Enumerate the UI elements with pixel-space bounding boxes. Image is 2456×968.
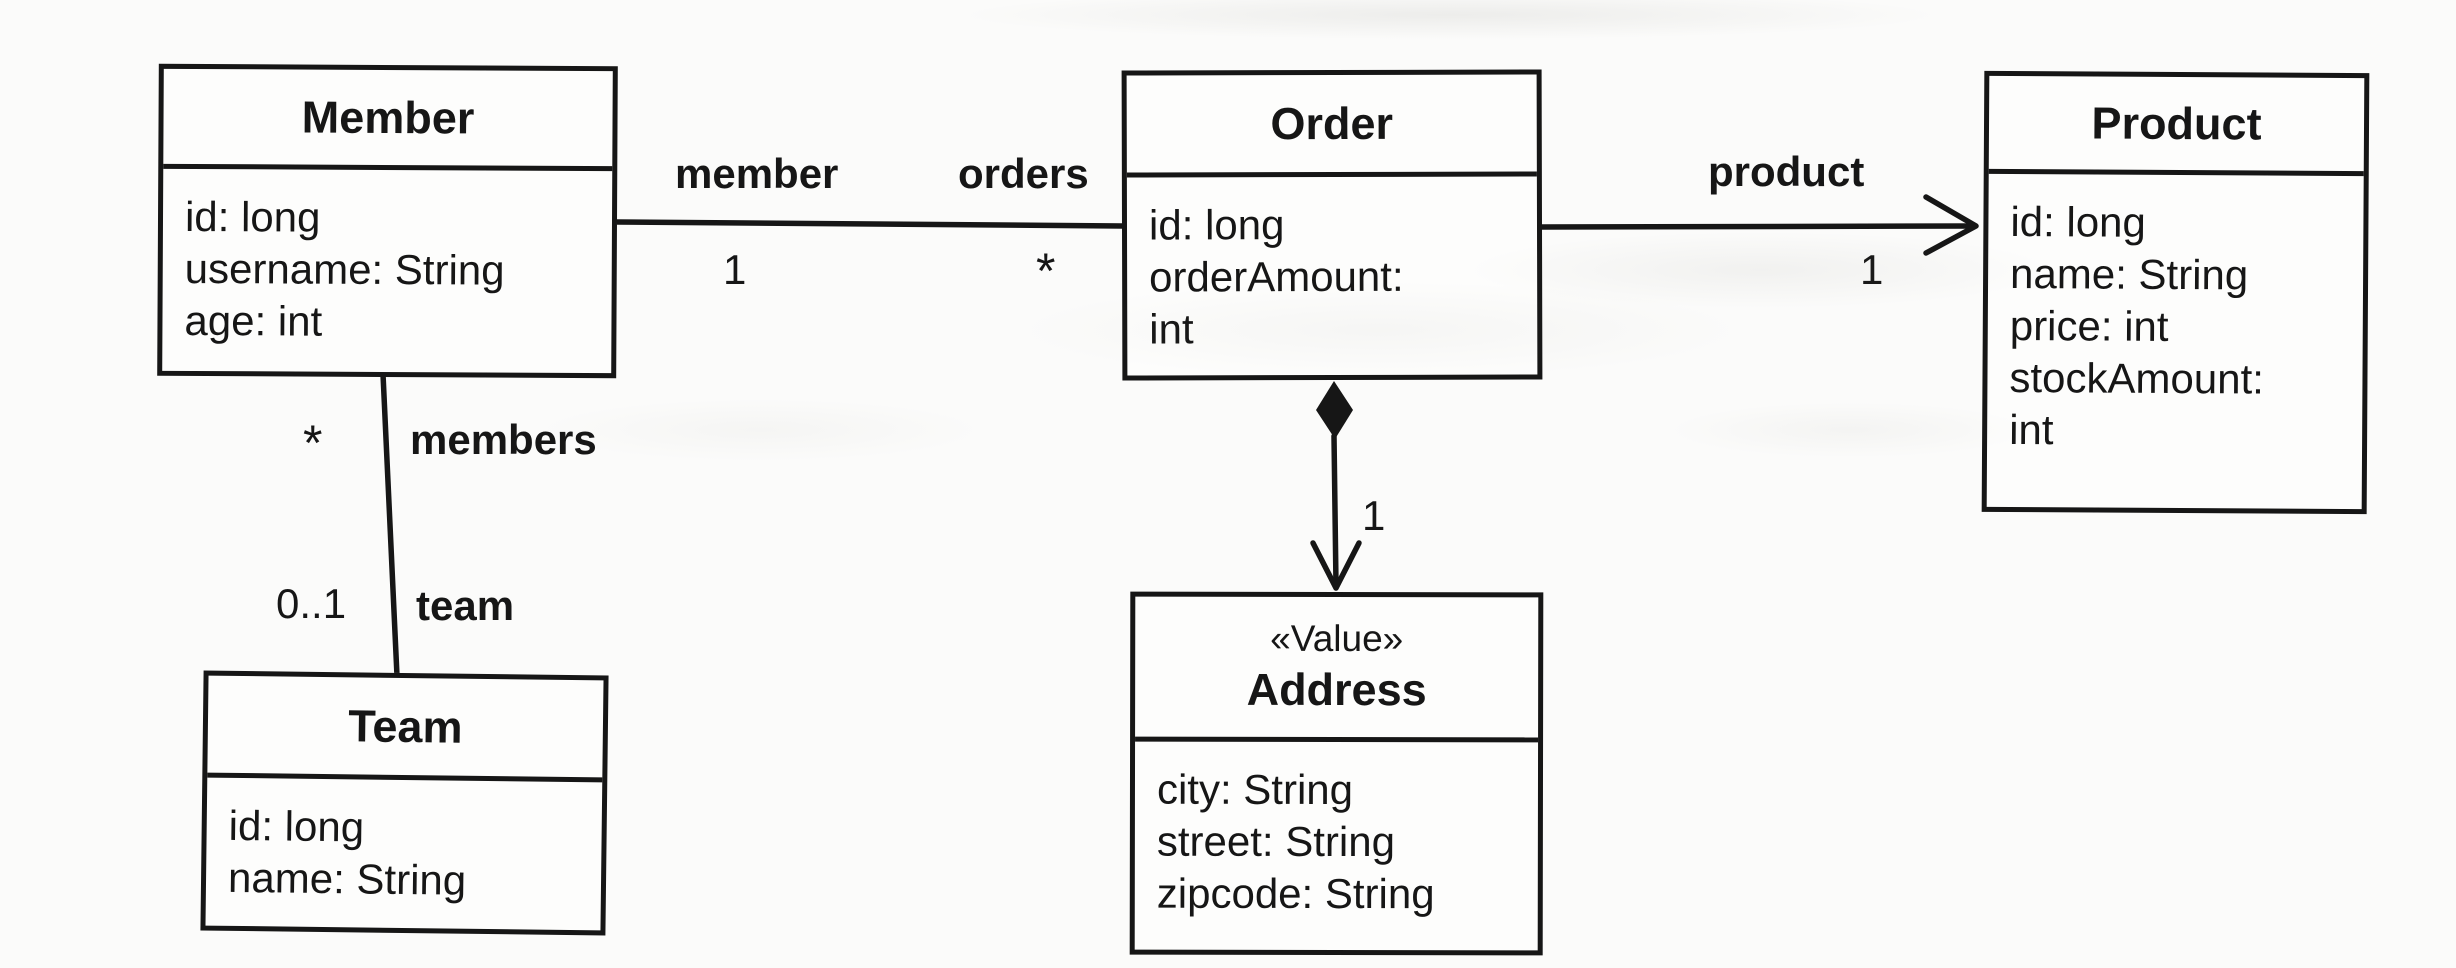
class-name: Product xyxy=(1988,75,2365,177)
class-box-team: Team id: long name: String xyxy=(200,670,609,936)
attribute-line: price: int xyxy=(2009,301,2169,350)
attribute-line: id: long xyxy=(184,192,321,241)
multiplicity-address-end: 1 xyxy=(1362,492,1386,539)
attributes-compartment: id: long orderAmount: int xyxy=(1127,176,1537,355)
role-label-team: team xyxy=(416,582,515,629)
attribute-line: city: String xyxy=(1156,765,1354,814)
class-box-product: Product id: long name: String price: int… xyxy=(1981,70,2370,515)
attribute-line: zipcode: String xyxy=(1156,869,1435,918)
attributes-compartment: id: long username: String age: int xyxy=(162,169,612,349)
multiplicity-member-end: 1 xyxy=(723,246,747,293)
attribute-line: id: long xyxy=(2010,197,2147,246)
association-line-member-order xyxy=(614,219,1125,229)
role-label-members: members xyxy=(410,416,597,463)
class-name: Address xyxy=(1246,663,1427,716)
attribute-line: street: String xyxy=(1156,817,1396,866)
class-name: Member xyxy=(163,68,613,172)
multiplicity-orders-end: * xyxy=(1036,243,1056,299)
class-box-member: Member id: long username: String age: in… xyxy=(157,63,618,379)
attribute-line: id: long xyxy=(228,801,365,851)
class-name: Order xyxy=(1126,74,1537,178)
class-header: «Value» Address xyxy=(1135,596,1539,743)
attribute-line: id: long xyxy=(1148,201,1285,249)
attribute-line: stockAmount: int xyxy=(2009,353,2265,454)
attributes-compartment: id: long name: String price: int stockAm… xyxy=(1987,174,2364,458)
attribute-line: name: String xyxy=(2009,249,2249,299)
multiplicity-product-end: 1 xyxy=(1860,246,1884,293)
role-label-member: member xyxy=(675,150,839,197)
class-box-address: «Value» Address city: String street: Str… xyxy=(1129,591,1544,956)
attribute-line: name: String xyxy=(227,853,467,904)
attributes-compartment: id: long name: String xyxy=(206,778,603,909)
class-name: Team xyxy=(207,675,604,783)
attribute-line: age: int xyxy=(184,296,323,345)
attribute-line: orderAmount: int xyxy=(1149,252,1404,353)
multiplicity-members-end: * xyxy=(303,415,323,471)
role-label-product: product xyxy=(1708,148,1865,195)
open-arrowhead-icon xyxy=(1923,194,1979,256)
attributes-compartment: city: String street: String zipcode: Str… xyxy=(1135,742,1538,921)
association-line-order-product xyxy=(1539,223,1977,230)
role-label-orders: orders xyxy=(958,150,1089,197)
stereotype-label: «Value» xyxy=(1270,617,1404,660)
association-line-order-address xyxy=(1331,433,1339,588)
attribute-line: username: String xyxy=(184,244,505,294)
composition-diamond-icon xyxy=(1316,381,1353,439)
class-box-order: Order id: long orderAmount: int xyxy=(1121,69,1543,381)
open-arrowhead-icon xyxy=(1310,540,1362,591)
association-line-member-team xyxy=(380,371,400,679)
multiplicity-team-end: 0..1 xyxy=(276,580,347,627)
